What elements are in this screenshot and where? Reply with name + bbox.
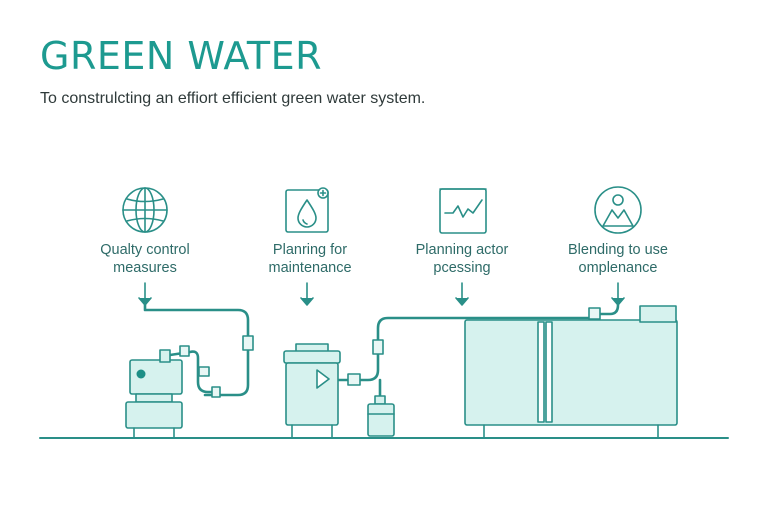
step-label-blending: Blending to use omplenance [533,241,703,277]
step-label-line: Planring for [272,242,348,258]
storage-tank [464,305,678,438]
filter-tank [283,343,341,438]
step-label-line: maintenance [268,260,352,276]
pipe-coupling [242,335,254,351]
step-label-processing: Planning actor pcessing [377,241,547,277]
pipe-coupling [198,366,210,377]
waveform-monitor-icon [439,188,487,234]
water-drop-icon [285,187,329,233]
pipe-coupling [179,345,190,357]
step-label-line: Blending to use [568,242,668,258]
step-label-maintenance: Planring for maintenance [225,241,395,277]
pump-unit [125,349,183,438]
valve-station [367,395,395,437]
down-arrow-icon [611,282,625,306]
page-title: GREEN WATER [40,34,323,78]
down-arrow-icon [300,282,314,306]
step-label-line: measures [113,260,177,276]
pipe-coupling [372,339,384,355]
down-arrow-icon [138,282,152,306]
step-label-line: Planning actor [415,242,509,258]
pipe-coupling [211,386,221,398]
down-arrow-icon [455,282,469,306]
pipe-coupling [347,373,361,386]
person-mountain-icon [594,186,642,234]
step-label-line: Qualty control [100,242,190,258]
step-label-quality-control: Qualty control measures [60,241,230,277]
step-label-line: pcessing [433,260,491,276]
page-subtitle: To construlcting an effiort efficient gr… [40,90,426,107]
step-label-line: omplenance [578,260,658,276]
pipe-coupling [588,307,601,320]
pipe-couplings [179,307,601,398]
globe-icon [122,187,168,233]
